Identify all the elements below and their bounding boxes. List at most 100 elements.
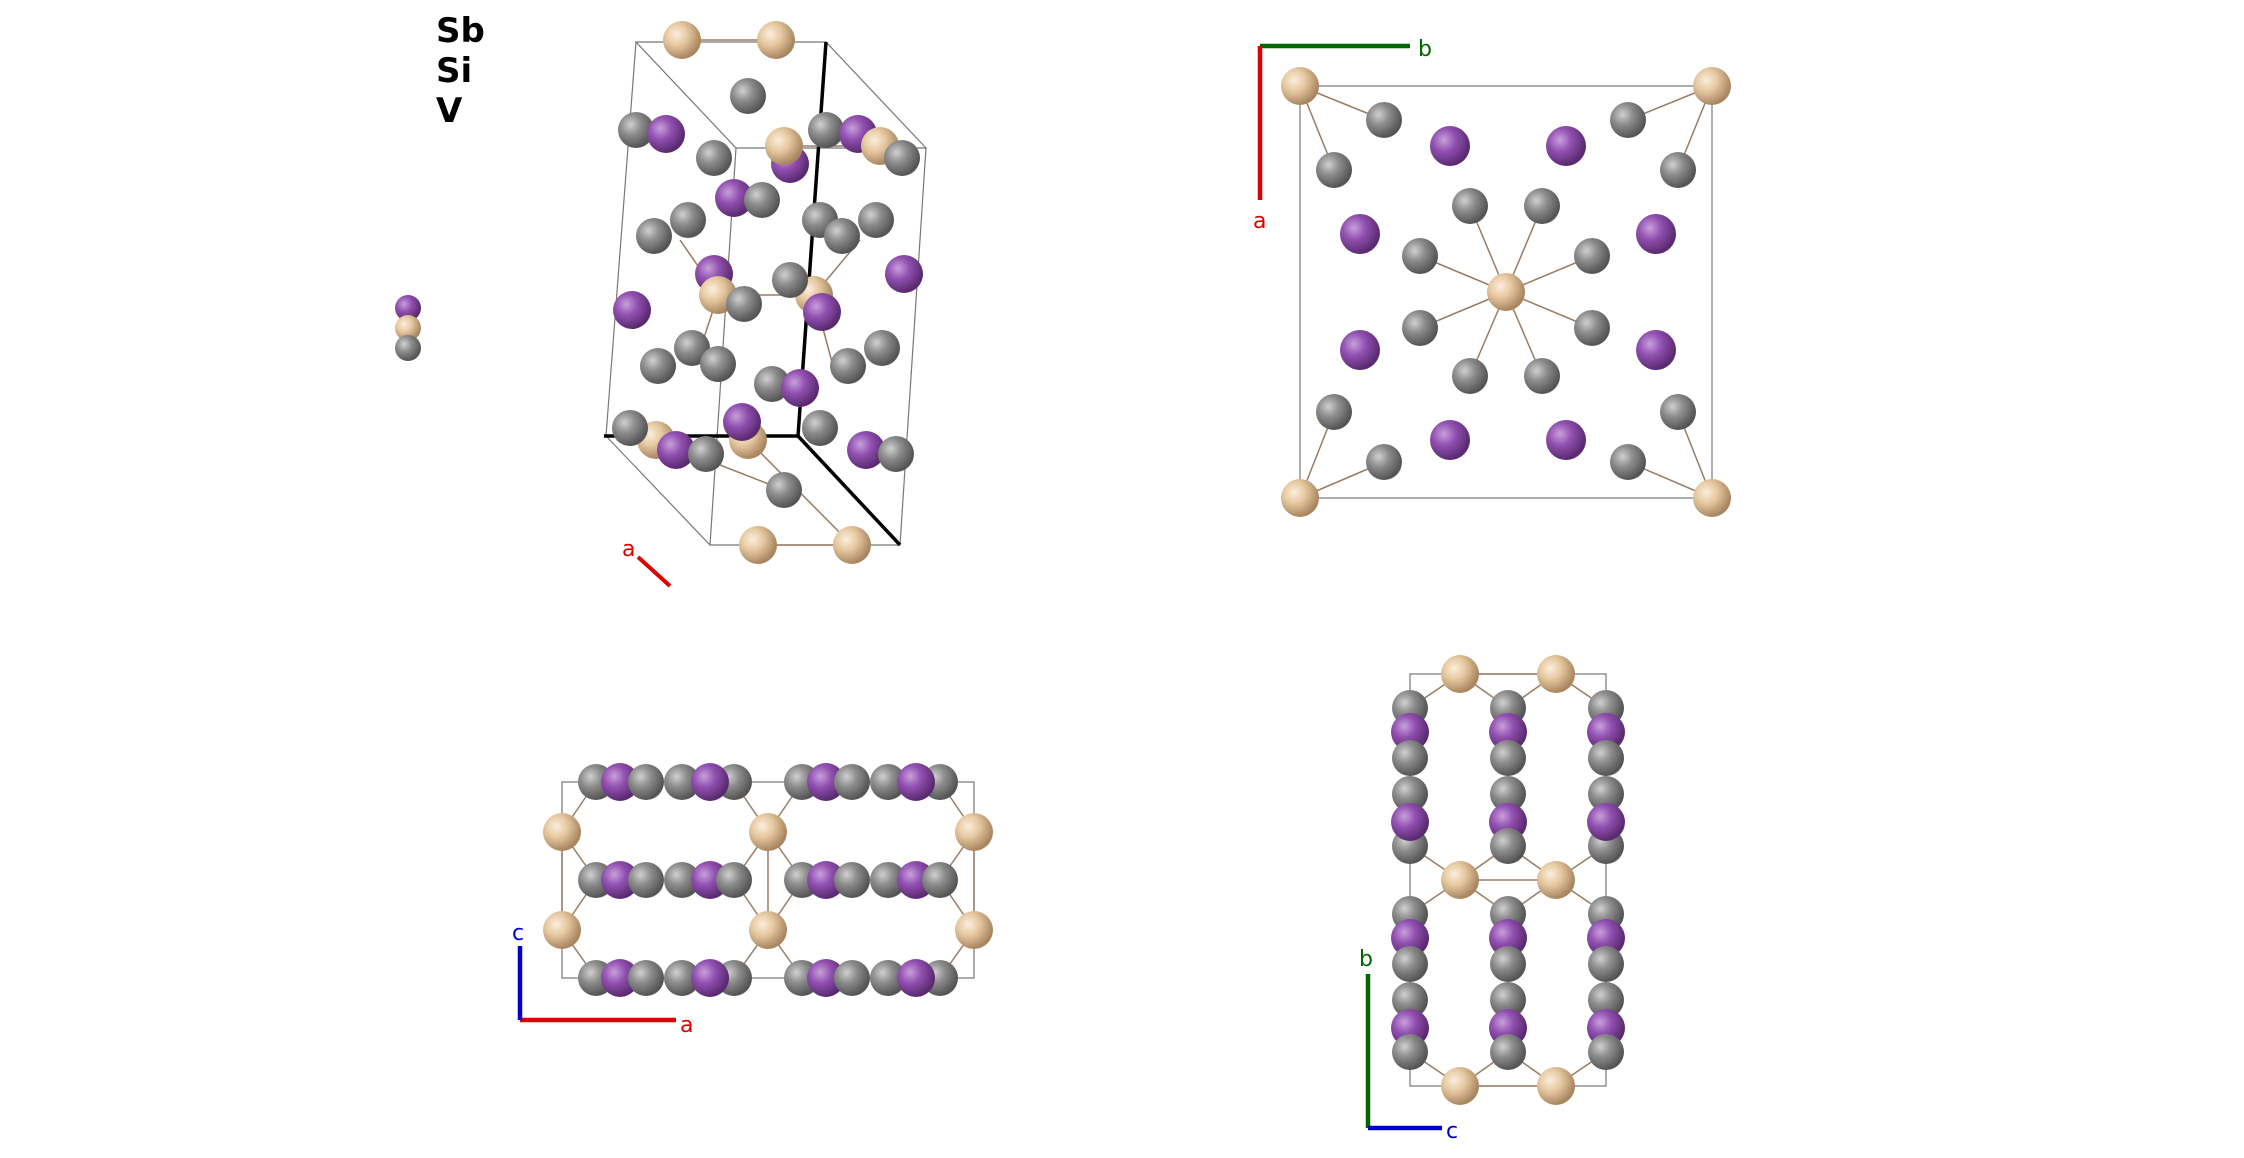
atom-si — [730, 78, 766, 114]
atom-sb — [1587, 713, 1625, 751]
atom-si — [700, 346, 736, 382]
atom-v — [955, 813, 993, 851]
atom-si — [1366, 102, 1402, 138]
atom-si — [670, 202, 706, 238]
panel-top-view: b a — [1253, 37, 1731, 517]
atom-sb — [1391, 803, 1429, 841]
atom-si — [1490, 776, 1526, 812]
panel-front-view: a c — [512, 763, 993, 1038]
axis-c-label: c — [1446, 1119, 1458, 1144]
atom-si — [1392, 946, 1428, 982]
atom-si — [744, 182, 780, 218]
atom-v — [1441, 655, 1479, 693]
unit-cell-outline — [605, 41, 928, 546]
atom-si — [878, 436, 914, 472]
atom-si — [864, 330, 900, 366]
atom-si — [834, 764, 870, 800]
atom-v — [1537, 1067, 1575, 1105]
panel-side-view: b c — [1359, 655, 1625, 1144]
axis-a-label: a — [1253, 209, 1266, 234]
atom-sb — [601, 959, 639, 997]
atom-v — [1537, 655, 1575, 693]
legend-label-si: Si — [436, 51, 472, 91]
atom-sb — [781, 369, 819, 407]
atom-si — [628, 960, 664, 996]
atom-si — [1490, 740, 1526, 776]
atom-sb — [807, 763, 845, 801]
atom-v — [749, 813, 787, 851]
atom-si — [1452, 188, 1488, 224]
atom-v — [543, 911, 581, 949]
atom-si — [1490, 982, 1526, 1018]
atom-si — [1392, 982, 1428, 1018]
atom-si — [726, 286, 762, 322]
atom-sb — [1430, 420, 1470, 460]
atom-sb — [1489, 713, 1527, 751]
atom-si — [688, 436, 724, 472]
axis-indicator-perspective: a — [622, 537, 672, 588]
axis-a-label: a — [680, 1013, 693, 1038]
atom-si — [834, 960, 870, 996]
axis-indicator-side: b c — [1359, 947, 1458, 1144]
atom-si — [618, 112, 654, 148]
atom-sb — [647, 115, 685, 153]
atoms — [1391, 655, 1625, 1105]
atom-si — [674, 330, 710, 366]
atom-si — [664, 862, 700, 898]
atom-sb — [1340, 214, 1380, 254]
atom-v — [757, 21, 795, 59]
atom-si — [1610, 444, 1646, 480]
atom-sb — [601, 763, 639, 801]
atom-si — [1588, 946, 1624, 982]
atom-sb — [803, 293, 841, 331]
atom-si — [1660, 394, 1696, 430]
atom-si — [754, 366, 790, 402]
atom-si — [772, 262, 808, 298]
axis-indicator-top: b a — [1253, 37, 1432, 234]
bonds — [655, 39, 880, 546]
atom-si — [870, 764, 906, 800]
legend-atom-stack — [395, 295, 421, 361]
axis-indicator-front: a c — [512, 921, 693, 1038]
atom-si — [1392, 776, 1428, 812]
atom-si — [1524, 358, 1560, 394]
atom-si — [1316, 394, 1352, 430]
atom-sb — [807, 861, 845, 899]
atom-si — [802, 410, 838, 446]
atom-sb — [723, 403, 761, 441]
atom-sb — [715, 179, 753, 217]
atom-sb — [1391, 713, 1429, 751]
atom-sb — [1430, 126, 1470, 166]
atom-sb — [613, 291, 651, 329]
atom-v — [955, 911, 993, 949]
atom-si — [1524, 188, 1560, 224]
atom-sb — [1391, 919, 1429, 957]
atom-si — [636, 218, 672, 254]
atom-si — [1588, 740, 1624, 776]
atom-si — [1392, 1034, 1428, 1070]
atom-si — [1452, 358, 1488, 394]
atom-sb — [1587, 803, 1625, 841]
atom-si — [1588, 1034, 1624, 1070]
atom-sb — [1636, 330, 1676, 370]
atom-v — [543, 813, 581, 851]
atom-sb — [1489, 919, 1527, 957]
atom-si — [664, 960, 700, 996]
atom-si — [1588, 982, 1624, 1018]
legend-atom-v — [395, 315, 421, 341]
atoms — [612, 21, 923, 564]
atom-v — [1693, 67, 1731, 105]
atom-sb — [657, 431, 695, 469]
atom-si — [612, 410, 648, 446]
atom-sb — [897, 763, 935, 801]
atom-v — [765, 127, 803, 165]
axis-a-line — [636, 555, 672, 588]
atom-si — [884, 140, 920, 176]
atom-sb — [885, 255, 923, 293]
atom-si — [830, 348, 866, 384]
element-legend: Sb Si V — [436, 11, 485, 131]
atom-si — [870, 862, 906, 898]
atom-v — [739, 526, 777, 564]
atom-si — [640, 348, 676, 384]
axis-b-label: b — [1359, 947, 1373, 972]
